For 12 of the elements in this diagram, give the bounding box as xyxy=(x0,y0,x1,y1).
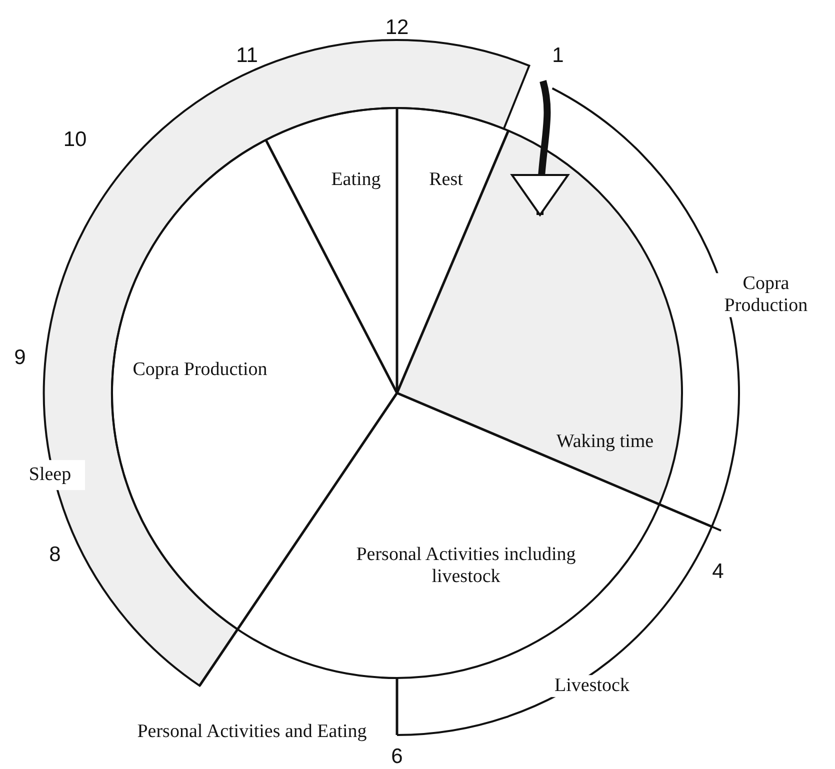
clock-hour: 4 xyxy=(712,560,724,584)
sector-label: Rest xyxy=(411,169,481,191)
sector-label: Copra Production xyxy=(130,359,270,381)
clock-hour: 12 xyxy=(385,16,409,40)
clock-hour: 6 xyxy=(391,744,403,769)
hollow-arrow xyxy=(512,80,570,216)
clock-hour: 1 xyxy=(552,44,564,68)
clock-hour: 9 xyxy=(14,346,26,370)
clock-hour: 10 xyxy=(63,128,87,152)
sector-label: Personal Activities including livestock xyxy=(346,544,586,588)
clock-hour: 8 xyxy=(49,542,61,568)
clock-hour: 11 xyxy=(236,44,258,68)
